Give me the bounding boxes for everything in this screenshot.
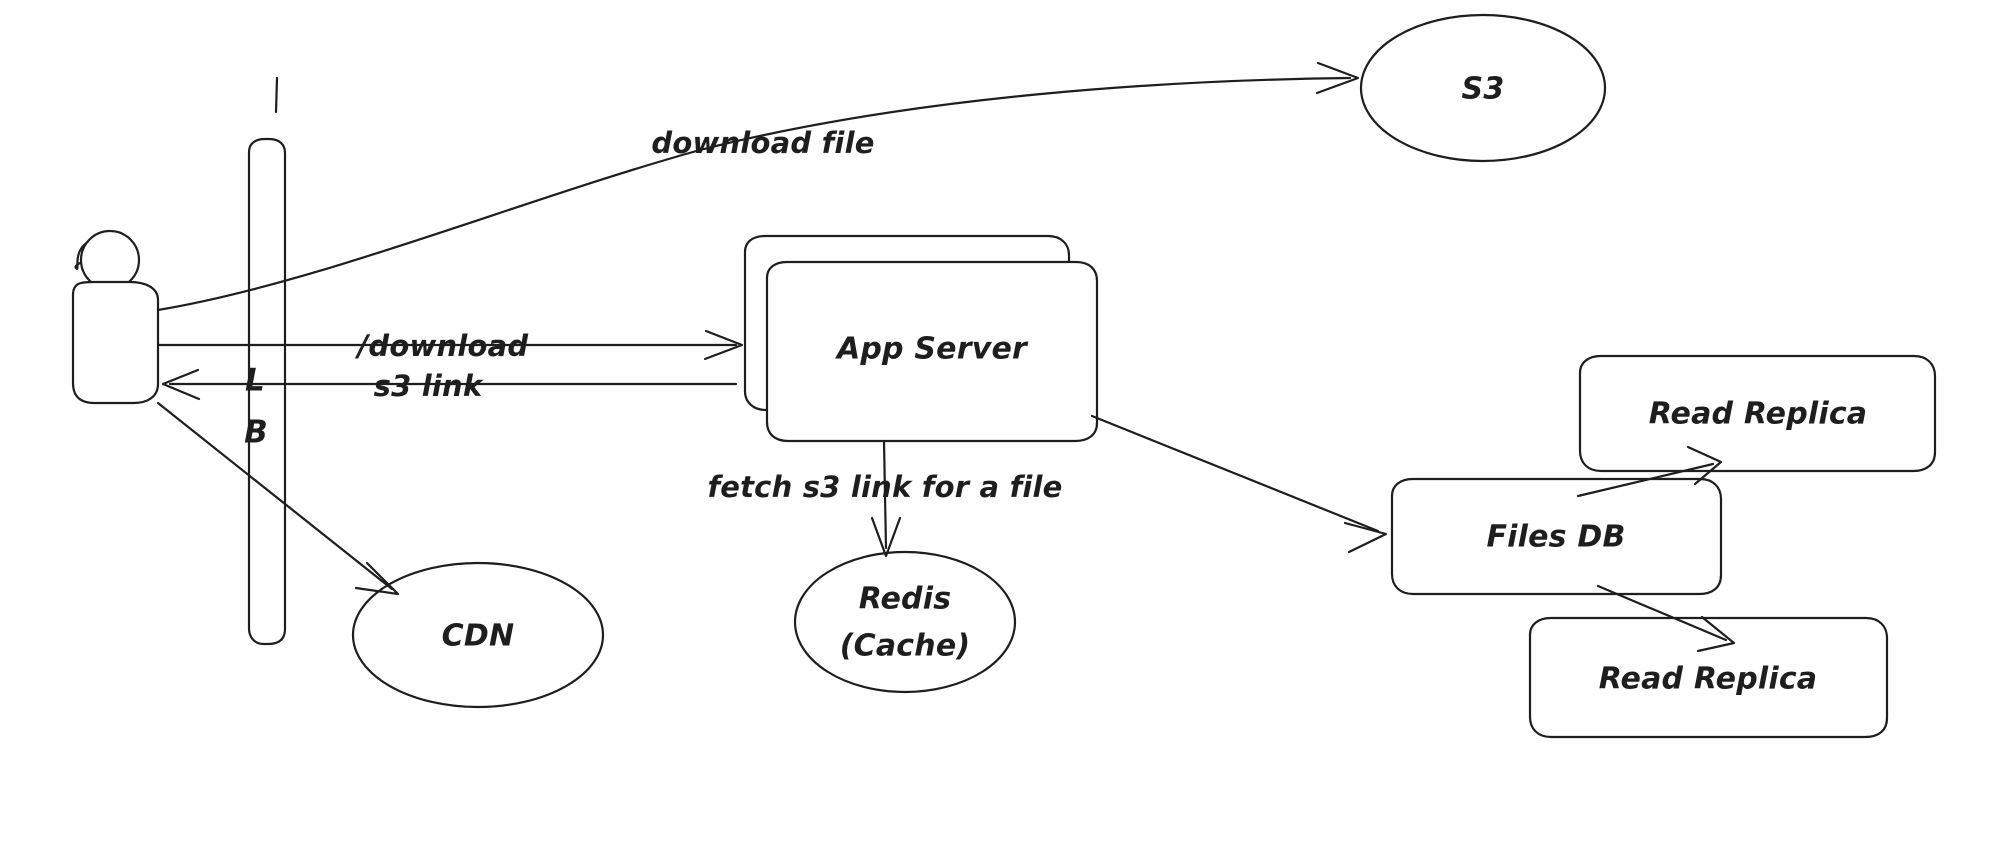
edge-fetch-s3-link[interactable]: fetch s3 link for a file: [707, 439, 1062, 558]
node-read-replica-bottom[interactable]: Read Replica: [1528, 616, 1889, 739]
actor-head-icon: [79, 229, 141, 291]
edge-s3-link-response[interactable]: s3 link: [161, 368, 738, 403]
node-read-replica-top[interactable]: Read Replica: [1578, 354, 1937, 473]
edge-app-server-to-files-db[interactable]: [1090, 414, 1388, 554]
s3-link-label: s3 link: [374, 369, 484, 403]
cdn-label: CDN: [442, 619, 515, 654]
files-db-label: Files DB: [1486, 520, 1625, 555]
redis-label-line1: Redis: [859, 582, 952, 617]
node-files-db[interactable]: Files DB: [1390, 477, 1723, 596]
node-cdn[interactable]: CDN: [351, 561, 605, 709]
load-balancer-label-line1: L: [245, 363, 265, 399]
edge-files-db-to-read-replica-top[interactable]: [1576, 445, 1723, 498]
node-app-server[interactable]: App Server: [743, 234, 1099, 443]
load-balancer-label-line2: B: [244, 415, 268, 451]
download-file-label: download file: [651, 126, 874, 160]
edge-files-db-to-read-replica-bottom[interactable]: [1596, 584, 1736, 653]
node-redis[interactable]: Redis (Cache): [793, 550, 1017, 694]
s3-label: S3: [1462, 72, 1505, 107]
edge-download-file[interactable]: download file: [156, 61, 1360, 312]
node-load-balancer[interactable]: L B: [244, 137, 287, 646]
redis-label-line2: (Cache): [840, 629, 971, 664]
read-replica-bottom-label: Read Replica: [1599, 662, 1818, 697]
read-replica-top-label: Read Replica: [1649, 397, 1868, 432]
edge-lb-to-cdn[interactable]: [156, 401, 400, 596]
app-server-front-layer: [765, 260, 1099, 443]
app-server-label: App Server: [835, 332, 1029, 367]
node-s3[interactable]: S3: [1359, 13, 1607, 163]
stray-tick-mark: [274, 76, 279, 114]
edge-download-request[interactable]: /download: [156, 329, 744, 363]
fetch-s3-link-label: fetch s3 link for a file: [707, 470, 1062, 504]
download-route-label: /download: [355, 329, 529, 363]
actor-user[interactable]: [71, 229, 160, 405]
actor-body-icon: [71, 280, 160, 405]
